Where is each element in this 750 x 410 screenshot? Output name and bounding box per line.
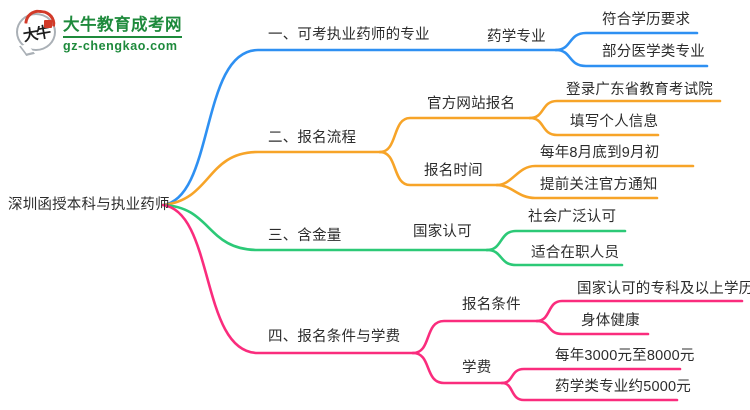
leaf-login-gd-exam-authority: 登录广东省教育考试院 [566, 82, 713, 98]
branch-1-node: 一、可考执业药师的专业 [268, 27, 430, 43]
leaf-some-medical-majors: 部分医学类专业 [602, 44, 705, 60]
logo-text-block: 大牛教育成考网 gz-chengkao.com [63, 11, 182, 53]
branch-4-up-fork-down [535, 319, 650, 336]
leaf-fill-personal-info: 填写个人信息 [570, 114, 659, 130]
node-tuition: 学费 [462, 360, 492, 376]
leaf-education-requirement: 符合学历要求 [602, 12, 691, 28]
node-official-website-signup: 官方网站报名 [427, 96, 516, 112]
leaf-tuition-range: 每年3000元至8000元 [555, 348, 695, 364]
node-pharmacy-major: 药学专业 [487, 29, 546, 45]
leaf-suitable-for-employees: 适合在职人员 [531, 245, 620, 261]
site-name: 大牛教育成考网 [63, 16, 182, 34]
leaf-watch-official-notice: 提前关注官方通知 [540, 177, 658, 193]
node-state-recognized: 国家认可 [413, 224, 472, 240]
branch-1-line [161, 48, 558, 207]
node-signup-time: 报名时间 [424, 163, 483, 179]
leaf-widely-recognized: 社会广泛认可 [528, 209, 617, 225]
branch-3-line [161, 203, 489, 252]
branch-2-up [378, 116, 532, 154]
logo-divider [63, 36, 182, 38]
leaf-college-degree-required: 国家认可的专科及以上学历 [577, 281, 750, 297]
branch-3-fork-down [485, 248, 624, 267]
site-url: gz-chengkao.com [63, 39, 178, 53]
branch-2-node: 二、报名流程 [268, 130, 357, 146]
branch-4-down-fork-down [500, 381, 679, 402]
branch-1-fork-down [554, 48, 709, 68]
site-logo: 大牛 大牛教育成考网 gz-chengkao.com [16, 8, 182, 56]
leaf-aug-to-sep: 每年8月底到9月初 [540, 145, 660, 161]
branch-4-node: 四、报名条件与学费 [268, 329, 401, 345]
branch-2-up-fork-down [528, 116, 660, 137]
red-seal-icon [44, 20, 52, 28]
branch-3-node: 三、含金量 [268, 228, 342, 244]
daniu-speech-bubble-icon: 大牛 [16, 8, 57, 56]
branch-4-line [161, 203, 415, 355]
leaf-good-health: 身体健康 [581, 313, 640, 329]
root-node: 深圳函授本科与执业药师 [8, 197, 170, 213]
node-signup-conditions: 报名条件 [462, 297, 521, 313]
branch-4-up [411, 319, 539, 355]
leaf-pharmacy-tuition: 药学类专业约5000元 [555, 379, 691, 395]
branch-2-line [161, 150, 382, 207]
branch-2-down-fork-down [495, 183, 659, 200]
branch-4-down [411, 351, 504, 385]
branch-2-down [378, 150, 499, 187]
